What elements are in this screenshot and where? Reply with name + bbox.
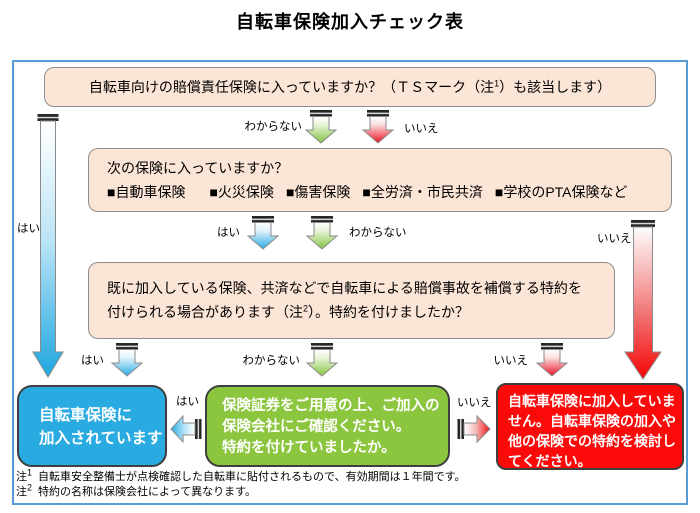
label-yes-long-left: はい [17, 223, 40, 235]
question-2-options: ■自動車保険 ■火災保険 ■傷害保険 ■全労済・市民共済 ■学校のPTA保険など [107, 180, 665, 204]
label-no-row3: いいえ [493, 355, 529, 367]
down-arrow-red-row3-icon [535, 343, 569, 377]
left-arrow-blue-yes-icon [170, 414, 202, 444]
result-not-insured-line4: てください。 [508, 453, 592, 469]
down-arrow-green-row3-icon [305, 343, 339, 377]
option-pta-insurance: ■学校のPTA保険など [494, 184, 628, 200]
label-yes-row2: はい [217, 227, 240, 239]
footnote-ref-2: 2 [303, 303, 309, 314]
question-3-line2: 付けられる場合があります（注2）。特約を付けましたか？ [107, 303, 470, 320]
question-1-text: 自転車向けの賠償責任保険に入っていますか？（ＴＳマーク（注1）も該当します） [88, 78, 612, 95]
label-yes-horizontal: はい [176, 396, 199, 408]
question-3-line1: 既に加入している保険、共済などで自転車による賠償事故を補償する特約を [107, 280, 582, 296]
page-title: 自転車保険加入チェック表 [236, 12, 464, 32]
result-confirm-line3: 特約を付けていましたか。 [222, 440, 396, 456]
question-2-text: 次の保険に入っていますか？ [107, 160, 289, 176]
label-unknown-row1: わからない [244, 121, 303, 133]
result-box-insured: 自転車保険に 加入されています [17, 385, 167, 467]
label-no-horizontal: いいえ [457, 397, 492, 409]
option-injury-insurance: ■傷害保険 [285, 184, 351, 200]
label-no-row1: いいえ [404, 123, 439, 135]
label-unknown-row3: わからない [242, 355, 301, 367]
question-box-3: 既に加入している保険、共済などで自転車による賠償事故を補償する特約を 付けられる… [88, 262, 615, 339]
option-kyosai-insurance: ■全労済・市民共済 [362, 184, 483, 200]
down-arrow-blue-row2-icon [246, 216, 280, 250]
down-arrow-red-row1-icon [361, 110, 395, 144]
down-arrow-blue-row3-icon [110, 343, 144, 377]
question-box-1: 自転車向けの賠償責任保険に入っていますか？（ＴＳマーク（注1）も該当します） [44, 67, 656, 107]
footnote-ref-1: 1 [494, 78, 500, 89]
option-fire-insurance: ■火災保険 [209, 184, 274, 200]
result-box-not-insured: 自転車保険に加入していま せん。自転車保険の加入や 他の保険での特約を検討し て… [496, 383, 684, 470]
result-not-insured-line1: 自転車保険に加入していま [508, 393, 676, 409]
result-confirm-line2: 保険会社にご確認ください。 [222, 419, 411, 435]
option-auto-insurance: ■自動車保険 [107, 184, 186, 200]
label-unknown-row2: わからない [349, 227, 407, 239]
result-insured-line1: 自転車保険に [39, 407, 133, 424]
result-insured-line2: 加入されています [39, 430, 163, 447]
result-confirm-line1: 保険証券をご用意の上、ご加入の [222, 398, 440, 414]
right-arrow-red-no-icon [457, 414, 491, 444]
question-box-2: 次の保険に入っていますか？ ■自動車保険■火災保険■傷害保険■全労済・市民共済■… [88, 148, 672, 212]
result-box-confirm: 保険証券をご用意の上、ご加入の 保険会社にご確認ください。 特約を付けていました… [205, 385, 450, 467]
long-down-arrow-red-no-icon [623, 220, 663, 380]
result-not-insured-line2: せん。自転車保険の加入や [508, 413, 676, 429]
label-yes-row3: はい [81, 355, 104, 367]
result-not-insured-line3: 他の保険での特約を検討し [508, 433, 676, 449]
long-down-arrow-blue-yes-icon [31, 114, 65, 378]
down-arrow-green-row2-icon [305, 216, 339, 250]
down-arrow-green-row1-icon [304, 110, 338, 144]
label-no-long-right: いいえ [597, 233, 632, 245]
